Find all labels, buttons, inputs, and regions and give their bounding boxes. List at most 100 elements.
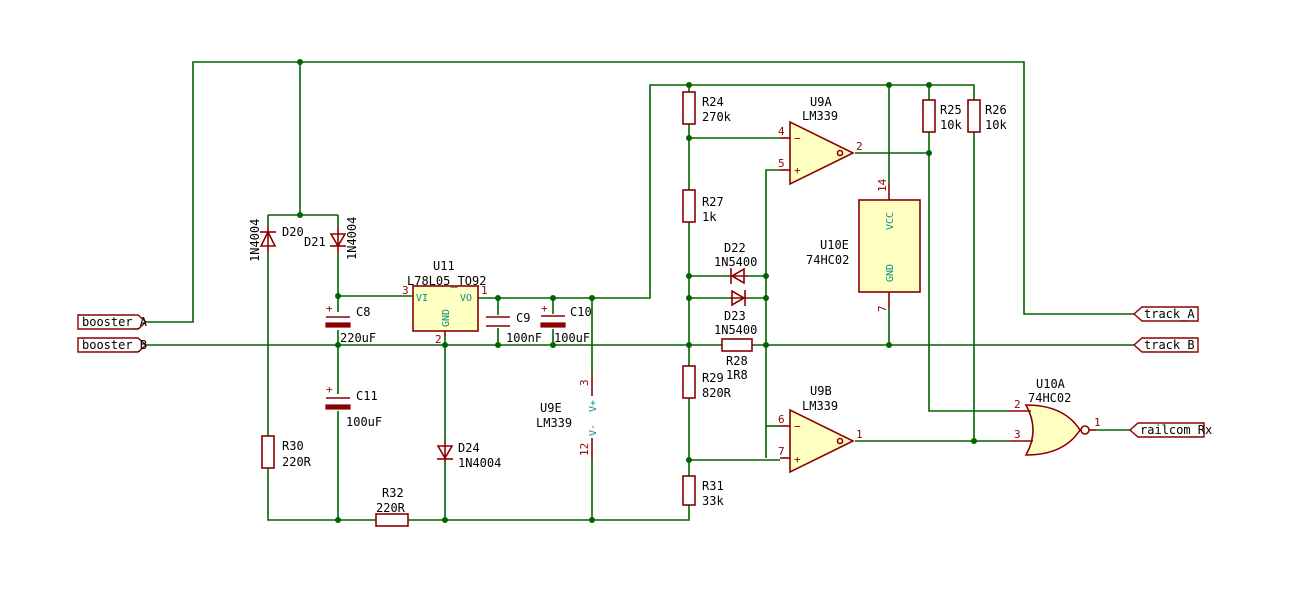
r32-value: 220R [376, 501, 406, 515]
u9e-value: LM339 [536, 416, 572, 430]
regulator-u11: VI VO GND 3 1 2 U11 L78L05_TO92 [402, 259, 488, 346]
u9b-value: LM339 [802, 399, 838, 413]
svg-text:V-: V- [588, 424, 599, 436]
svg-text:6: 6 [778, 413, 785, 426]
capacitor-c11: + C11 100uF [325, 383, 382, 429]
svg-text:+: + [541, 302, 548, 315]
diode-d21: D21 1N4004 [304, 217, 359, 260]
d20-ref: D20 [282, 225, 304, 239]
svg-text:1: 1 [856, 428, 863, 441]
svg-text:VO: VO [460, 293, 472, 304]
svg-text:5: 5 [778, 157, 785, 170]
capacitor-c8: + C8 220uF [325, 302, 376, 345]
r32-ref: R32 [382, 486, 404, 500]
svg-text:+: + [794, 164, 801, 177]
svg-text:2: 2 [1014, 398, 1021, 411]
resistor-r24: R24 270k [682, 91, 732, 125]
resistor-r32: R32 220R [375, 486, 409, 527]
net-label-track-a: track_A [1132, 306, 1199, 322]
d20-value: 1N4004 [248, 219, 262, 262]
net-label-booster-b: booster_B [77, 337, 148, 353]
d23-ref: D23 [724, 309, 746, 323]
nor-gate-u10a: 2 3 1 U10A 74HC02 [1008, 377, 1101, 456]
r24-value: 270k [702, 110, 732, 124]
resistor-r30: R30 220R [261, 435, 312, 469]
c8-ref: C8 [356, 305, 370, 319]
d24-ref: D24 [458, 441, 480, 455]
svg-text:14: 14 [876, 178, 889, 192]
comparator-power-u9e: 3 12 V+ V- U9E LM339 [536, 374, 599, 460]
resistor-r28: R28 1R8 [721, 338, 753, 382]
u10a-ref: U10A [1036, 377, 1066, 391]
svg-text:+: + [794, 453, 801, 466]
svg-text:2: 2 [435, 333, 442, 346]
net-label-booster-a: booster_A [77, 314, 148, 330]
svg-text:−: − [794, 132, 801, 145]
net-label-railcom-rx: railcom_Rx [1128, 422, 1212, 438]
c11-value: 100uF [346, 415, 382, 429]
capacitor-c10: + C10 100uF [540, 302, 592, 345]
u9b-ref: U9B [810, 384, 832, 398]
r31-ref: R31 [702, 479, 724, 493]
d21-value: 1N4004 [345, 217, 359, 260]
r26-value: 10k [985, 118, 1007, 132]
diode-d20: D20 1N4004 [248, 219, 304, 262]
diode-d22: D22 1N5400 [714, 241, 757, 285]
svg-text:GND: GND [441, 309, 452, 327]
capacitor-c9: C9 100nF [486, 311, 542, 345]
svg-text:V+: V+ [588, 400, 599, 412]
comparator-u9a: 4 5 2 − + U9A LM339 [778, 95, 863, 186]
r27-value: 1k [702, 210, 717, 224]
r30-value: 220R [282, 455, 312, 469]
svg-text:+: + [326, 383, 333, 396]
c11-ref: C11 [356, 389, 378, 403]
svg-text:4: 4 [778, 125, 785, 138]
c8-value: 220uF [340, 331, 376, 345]
resistor-r25: R25 10k [922, 99, 962, 133]
svg-text:−: − [794, 420, 801, 433]
svg-text:7: 7 [778, 445, 785, 458]
svg-text:1: 1 [1094, 416, 1101, 429]
diode-d24: D24 1N4004 [436, 441, 501, 470]
u10e-ref: U10E [820, 238, 849, 252]
diode-d23: D23 1N5400 [714, 289, 757, 337]
c10-ref: C10 [570, 305, 592, 319]
gate-power-u10e: 14 7 VCC GND U10E 74HC02 [806, 178, 921, 312]
net-label-text: railcom_Rx [1140, 423, 1212, 437]
svg-text:3: 3 [1014, 428, 1021, 441]
junctions [297, 59, 977, 523]
comparator-u9b: 6 7 1 − + U9B LM339 [778, 384, 863, 474]
r24-ref: R24 [702, 95, 724, 109]
d22-ref: D22 [724, 241, 746, 255]
r29-ref: R29 [702, 371, 724, 385]
svg-text:1: 1 [481, 284, 488, 297]
svg-text:7: 7 [876, 305, 889, 312]
net-label-text: track_B [1144, 338, 1195, 352]
c10-value: 100uF [554, 331, 590, 345]
r28-value: 1R8 [726, 368, 748, 382]
resistor-r26: R26 10k [967, 99, 1007, 133]
net-label-track-b: track_B [1132, 337, 1199, 353]
resistor-r29: R29 820R [682, 365, 732, 400]
r31-value: 33k [702, 494, 724, 508]
u11-ref: U11 [433, 259, 455, 273]
net-label-text: track_A [1144, 307, 1195, 321]
r25-value: 10k [940, 118, 962, 132]
wires [146, 61, 1134, 521]
net-label-text: booster_B [82, 338, 147, 352]
r26-ref: R26 [985, 103, 1007, 117]
c9-value: 100nF [506, 331, 542, 345]
d21-ref: D21 [304, 235, 326, 249]
d23-value: 1N5400 [714, 323, 757, 337]
d22-value: 1N5400 [714, 255, 757, 269]
r30-ref: R30 [282, 439, 304, 453]
resistor-r31: R31 33k [682, 475, 724, 508]
u9e-ref: U9E [540, 401, 562, 415]
svg-text:12: 12 [578, 443, 591, 456]
svg-text:VCC: VCC [885, 212, 896, 230]
r27-ref: R27 [702, 195, 724, 209]
r29-value: 820R [702, 386, 732, 400]
svg-text:2: 2 [856, 140, 863, 153]
u9a-ref: U9A [810, 95, 832, 109]
u10e-value: 74HC02 [806, 253, 849, 267]
